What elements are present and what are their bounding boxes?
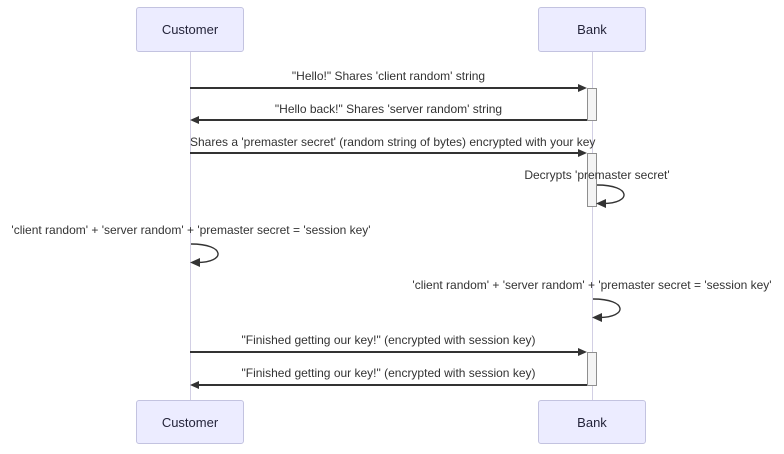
activation-bank-hello [586, 87, 597, 121]
lifeline-customer [189, 52, 191, 400]
activation-bank-finished [586, 351, 597, 386]
self-loop-label-bank-session-key: 'client random' + 'server random' + 'pre… [412, 278, 772, 292]
lifeline-bank [591, 52, 593, 400]
arrowhead-right-icon [577, 148, 587, 157]
message-label-finished-to-customer: "Finished getting our key!" (encrypted w… [241, 366, 536, 380]
arrowhead-right-icon [577, 83, 587, 92]
actor-bank-bottom-label: Bank [577, 414, 607, 430]
actor-bank-bottom: Bank [538, 400, 646, 444]
self-loop-label-customer-session-key: 'client random' + 'server random' + 'pre… [11, 223, 371, 237]
actor-bank-top: Bank [538, 7, 646, 52]
actor-customer-top: Customer [136, 7, 244, 52]
message-label-hello-back-server-random: "Hello back!" Shares 'server random' str… [274, 102, 503, 116]
self-loop-arrow-customer-session-key-icon [190, 243, 219, 267]
message-label-hello-client-random: "Hello!" Shares 'client random' string [291, 69, 486, 83]
message-label-finished-to-bank: "Finished getting our key!" (encrypted w… [241, 333, 536, 347]
message-label-premaster-secret: Shares a 'premaster secret' (random stri… [190, 135, 596, 149]
arrowhead-left-icon [190, 115, 199, 124]
actor-customer-bottom: Customer [136, 400, 244, 444]
actor-customer-bottom-label: Customer [161, 414, 219, 430]
self-loop-arrow-bank-decrypt-icon [596, 184, 625, 208]
actor-customer-top-label: Customer [161, 22, 219, 37]
message-line-2 [199, 119, 587, 121]
message-line-7 [190, 351, 578, 353]
actor-bank-top-label: Bank [577, 22, 607, 37]
message-line-8 [199, 384, 587, 386]
arrowhead-left-icon [190, 380, 199, 389]
arrowhead-right-icon [577, 347, 587, 356]
self-loop-arrow-bank-session-key-icon [592, 298, 621, 322]
message-line-1 [190, 87, 578, 89]
self-loop-label-decrypts-premaster: Decrypts 'premaster secret' [524, 168, 670, 182]
activation-bank-premaster [586, 152, 597, 207]
message-line-3 [190, 152, 578, 154]
